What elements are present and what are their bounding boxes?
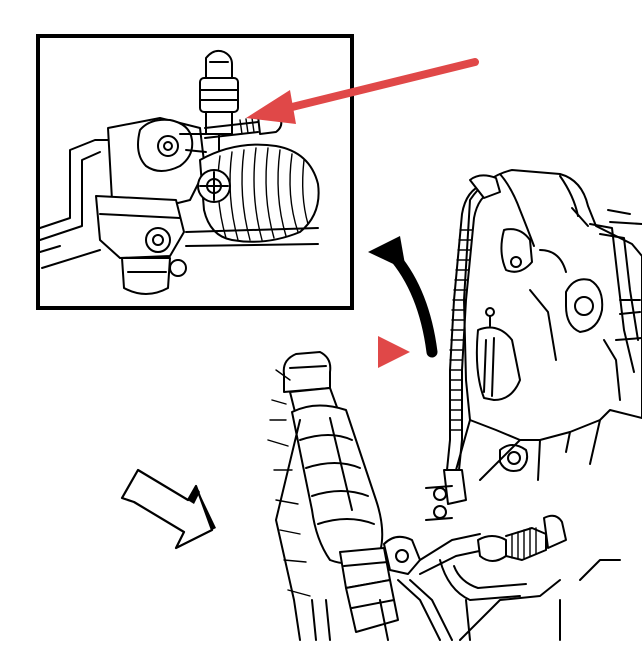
- red-arrow-icon: [246, 58, 479, 124]
- main-assembly: [267, 169, 642, 641]
- brake-hose: [425, 174, 501, 521]
- inset-boot: [197, 143, 320, 243]
- curved-arrow-icon: [368, 236, 438, 358]
- shock-absorber: [267, 351, 399, 641]
- detail-inset: [36, 34, 354, 310]
- inset-brake-lines: [39, 139, 121, 269]
- inset-knuckle: [107, 112, 283, 211]
- lower-linkage: [379, 514, 621, 641]
- knuckle-body: [455, 169, 642, 481]
- inset-sensor: [199, 49, 239, 151]
- view-direction-arrow-icon: [120, 468, 216, 550]
- inset-lower-mount: [95, 195, 319, 295]
- red-triangle-icon: [378, 336, 410, 368]
